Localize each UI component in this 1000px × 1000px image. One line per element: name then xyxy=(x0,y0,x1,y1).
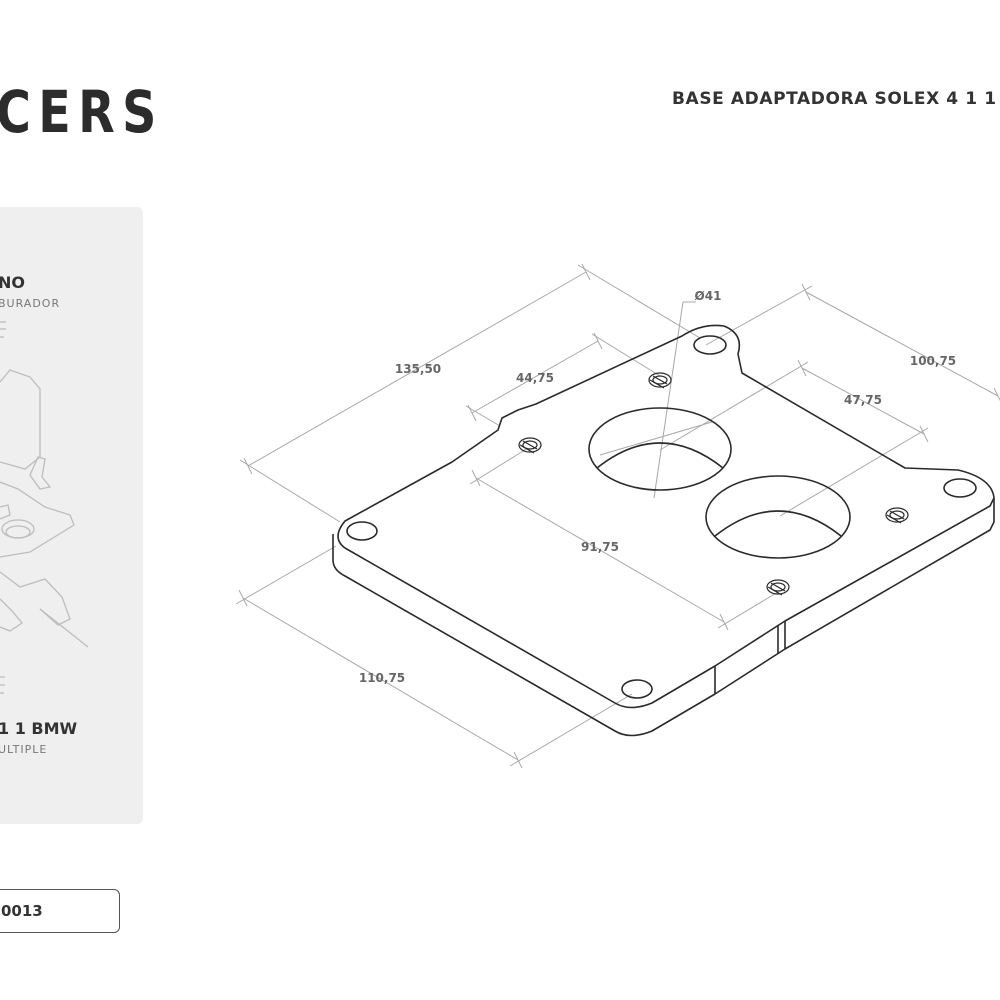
panel-bottom-subtitle: ULTIPLE xyxy=(0,743,48,756)
adapter-plate xyxy=(332,324,995,737)
panel-top-heading: NO xyxy=(0,273,25,292)
product-code: 0013 xyxy=(1,902,43,920)
document-title: BASE ADAPTADORA SOLEX 4 1 1 xyxy=(672,89,997,109)
dimension-44-75: 44,75 xyxy=(516,371,554,385)
panel-bottom-heading: 1 1 BMW xyxy=(0,719,78,738)
dimension-diameter-41: Ø41 xyxy=(695,289,722,303)
dimension-lines xyxy=(235,263,1000,769)
side-panel: NO BURADOR 1 1 BMW ULTIPLE xyxy=(0,207,143,824)
dimension-100-75: 100,75 xyxy=(910,354,956,368)
dimension-135-50: 135,50 xyxy=(395,362,441,376)
carburetor-illustration xyxy=(0,321,89,694)
dimension-91-75: 91,75 xyxy=(581,540,619,554)
product-code-box: 0013 xyxy=(0,889,120,933)
panel-top-subtitle: BURADOR xyxy=(0,297,61,310)
threaded-holes xyxy=(518,372,909,596)
dimension-47-75: 47,75 xyxy=(844,393,882,407)
dimension-110-75: 110,75 xyxy=(359,671,405,685)
brand-logo: CERS xyxy=(0,78,164,146)
